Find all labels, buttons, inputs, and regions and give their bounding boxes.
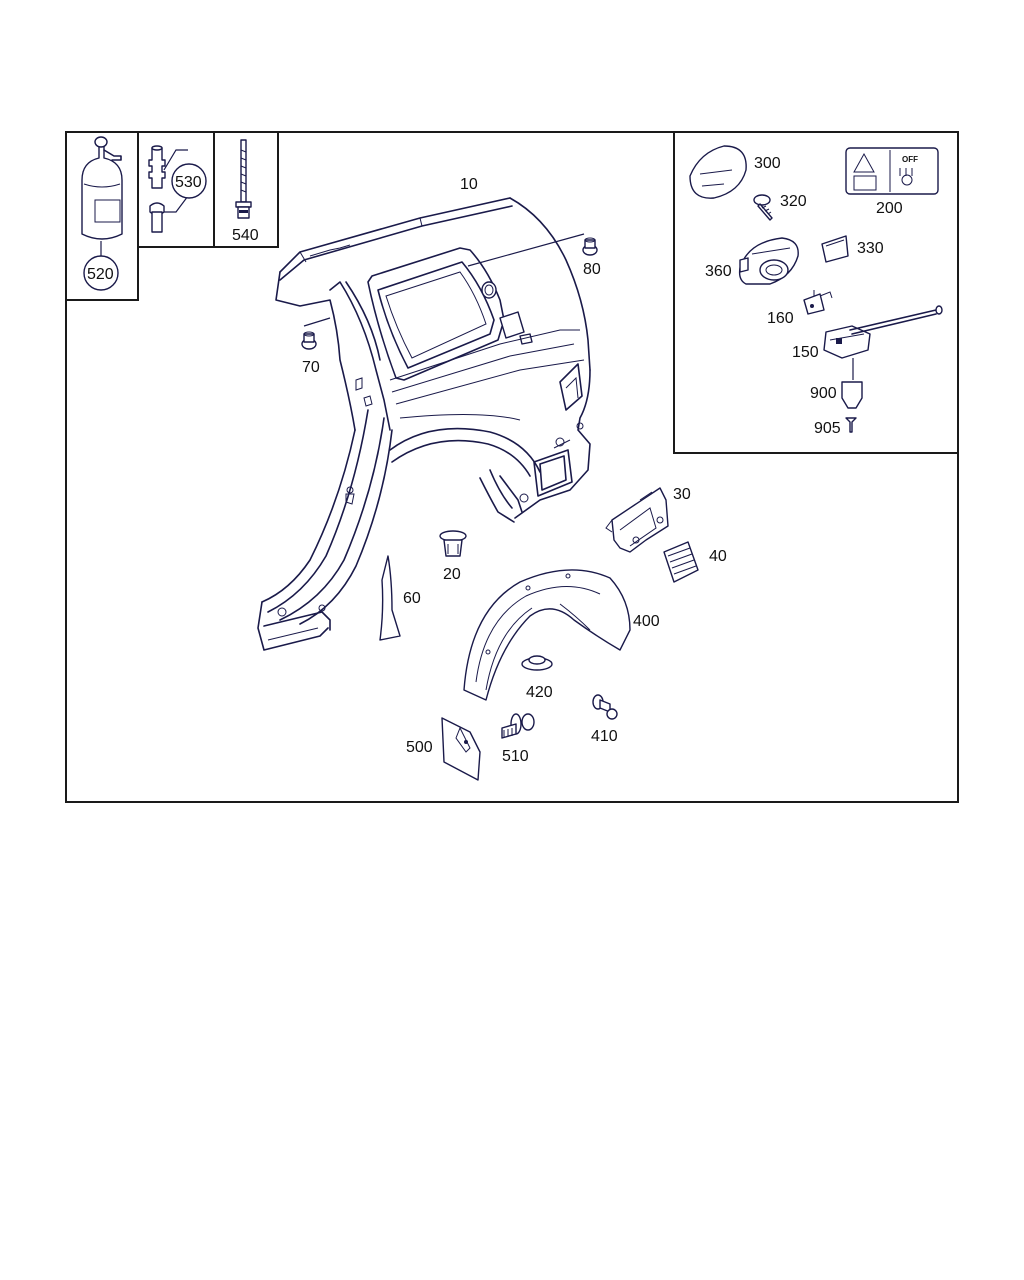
label-160: 160 bbox=[767, 310, 794, 327]
label-80: 80 bbox=[583, 261, 601, 278]
inset-box-right bbox=[673, 132, 958, 454]
label-40: 40 bbox=[709, 548, 727, 565]
nut-part-80 bbox=[467, 233, 598, 267]
cover-part-330 bbox=[821, 235, 849, 263]
bracket-part-30 bbox=[605, 487, 669, 553]
label-150: 150 bbox=[792, 344, 819, 361]
connector-part-530 bbox=[148, 145, 189, 233]
cap-part-900 bbox=[841, 381, 863, 409]
label-10: 10 bbox=[460, 176, 478, 193]
nut-part-420 bbox=[521, 655, 553, 671]
filler-housing-part-360 bbox=[738, 237, 799, 285]
label-420: 420 bbox=[526, 684, 553, 701]
bolt-part-510 bbox=[501, 713, 535, 739]
label-540: 540 bbox=[232, 227, 259, 244]
actuator-part-150 bbox=[823, 305, 943, 380]
seal-strip-part-60 bbox=[379, 555, 401, 641]
sealant-bottle-part-520 bbox=[81, 136, 123, 258]
label-410: 410 bbox=[591, 728, 618, 745]
nut-part-70 bbox=[301, 317, 331, 350]
vent-grille-part-40 bbox=[663, 541, 699, 583]
label-20: 20 bbox=[443, 566, 461, 583]
decal-off-text: OFF bbox=[902, 155, 918, 164]
inset-boxes-left bbox=[65, 131, 279, 301]
label-300: 300 bbox=[754, 155, 781, 172]
label-530: 530 bbox=[175, 174, 202, 191]
label-330: 330 bbox=[857, 240, 884, 257]
label-320: 320 bbox=[780, 193, 807, 210]
label-520: 520 bbox=[87, 266, 114, 283]
label-200: 200 bbox=[876, 200, 903, 217]
part-labels: 10 20 30 40 60 70 80 150 160 200 300 320… bbox=[87, 155, 903, 765]
fuel-flap-part-300 bbox=[689, 145, 747, 199]
label-400: 400 bbox=[633, 613, 660, 630]
label-510: 510 bbox=[502, 748, 529, 765]
mud-flap-part-500 bbox=[441, 717, 481, 781]
push-rivet-part-410 bbox=[592, 694, 618, 720]
label-500: 500 bbox=[406, 739, 433, 756]
diagram-frame bbox=[65, 131, 959, 803]
pin-part-905 bbox=[845, 417, 857, 433]
label-905: 905 bbox=[814, 420, 841, 437]
label-70: 70 bbox=[302, 359, 320, 376]
label-60: 60 bbox=[403, 590, 421, 607]
label-900: 900 bbox=[810, 385, 837, 402]
callout-circles bbox=[83, 163, 207, 291]
warning-decal-part-200: OFF bbox=[845, 147, 939, 195]
clip-part-20 bbox=[439, 530, 467, 557]
screw-part-320 bbox=[753, 194, 773, 221]
wheel-arch-liner-part-400 bbox=[463, 569, 631, 701]
bolt-part-540 bbox=[235, 139, 252, 219]
label-30: 30 bbox=[673, 486, 691, 503]
clip-part-160 bbox=[803, 290, 833, 315]
side-wall-part-10 bbox=[257, 197, 591, 651]
label-360: 360 bbox=[705, 263, 732, 280]
